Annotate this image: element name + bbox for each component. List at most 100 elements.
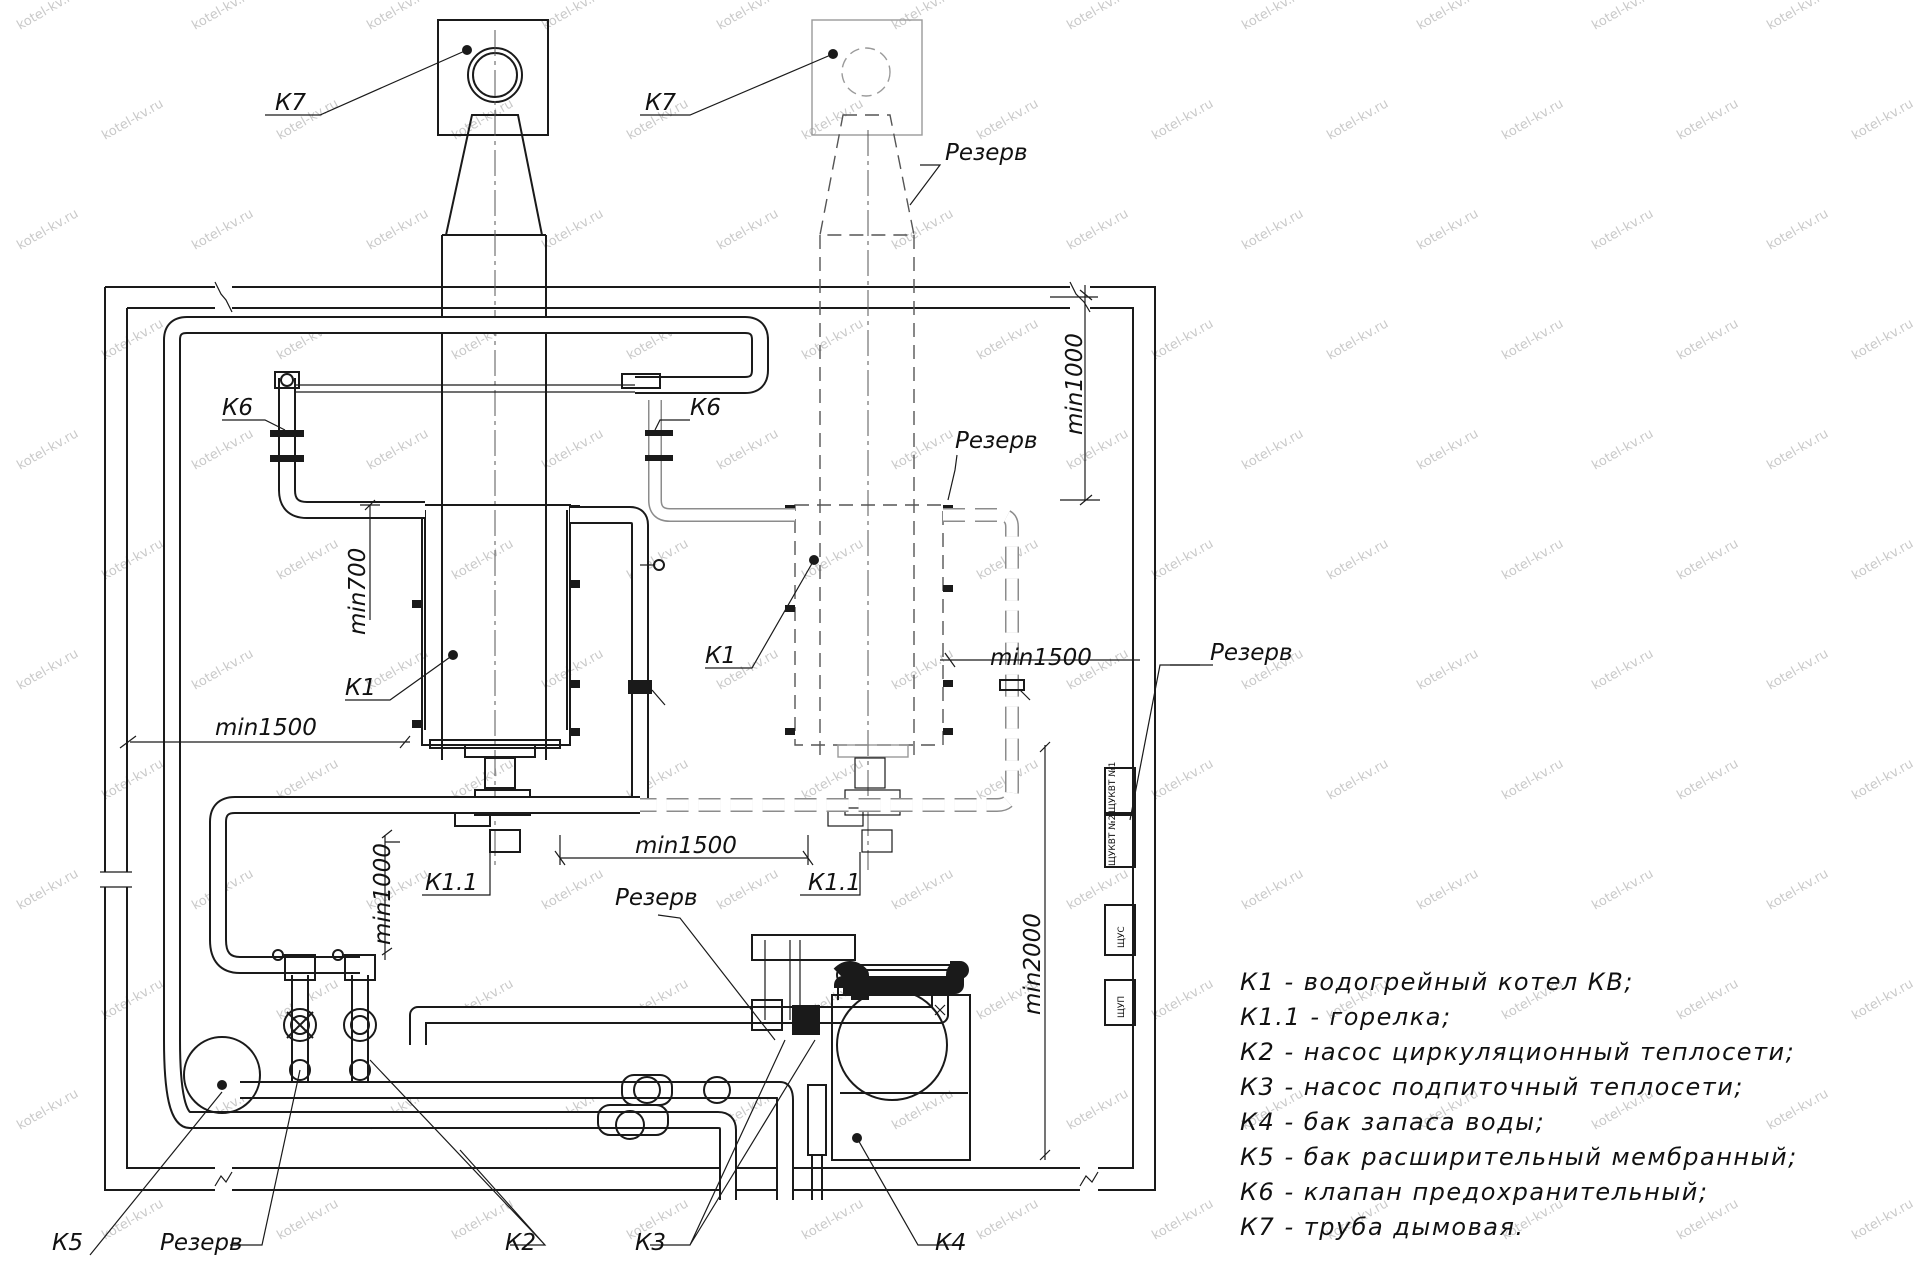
watermark-text: kotel-kv.ru	[800, 96, 867, 143]
watermark-text: kotel-kv.ru	[1150, 1196, 1217, 1243]
label-k6-left: К6	[222, 395, 253, 421]
watermark-text: kotel-kv.ru	[1850, 976, 1917, 1023]
legend-item-k2: К2 - насос циркуляционный теплосети;	[1240, 1038, 1795, 1066]
watermark-text: kotel-kv.ru	[800, 1196, 867, 1243]
water-tank-k4	[831, 989, 971, 1161]
watermark-text: kotel-kv.ru	[800, 316, 867, 363]
watermark-text: kotel-kv.ru	[1675, 756, 1742, 803]
piping-reserve	[640, 400, 1019, 812]
watermark-text: kotel-kv.ru	[365, 206, 432, 253]
watermark-text: kotel-kv.ru	[1240, 866, 1307, 913]
watermark-text: kotel-kv.ru	[1325, 96, 1392, 143]
watermark-text: kotel-kv.ru	[100, 1196, 167, 1243]
k5-dot	[217, 1080, 227, 1090]
label-k3: К3	[635, 1230, 666, 1256]
label-k11-reserve: К1.1	[808, 870, 861, 896]
panel-shchup: ЩУП	[1117, 996, 1127, 1018]
watermark-text: kotel-kv.ru	[365, 0, 432, 33]
legend-item-k7: К7 - труба дымовая.	[1240, 1213, 1525, 1241]
watermark-text: kotel-kv.ru	[450, 536, 517, 583]
panel-shchkvt1: ЩУКВТ №1	[1108, 762, 1118, 813]
watermark-text: kotel-kv.ru	[1765, 646, 1832, 693]
watermark-text: kotel-kv.ru	[190, 0, 257, 33]
label-k1-reserve: К1	[705, 643, 736, 669]
watermark-text: kotel-kv.ru	[1590, 866, 1657, 913]
watermark-text: kotel-kv.ru	[1850, 536, 1917, 583]
watermark-text: kotel-kv.ru	[715, 206, 782, 253]
valves	[270, 371, 1031, 1200]
watermark-text: kotel-kv.ru	[715, 866, 782, 913]
watermark-text: kotel-kv.ru	[890, 206, 957, 253]
legend-item-k4: К4 - бак запаса воды;	[1240, 1108, 1545, 1136]
watermark-text: kotel-kv.ru	[15, 426, 82, 473]
watermark-text: kotel-kv.ru	[1240, 206, 1307, 253]
watermark-text: kotel-kv.ru	[540, 866, 607, 913]
watermark-text: kotel-kv.ru	[1150, 536, 1217, 583]
watermark-text: kotel-kv.ru	[1415, 866, 1482, 913]
dim-burner-vertical: min1000	[370, 843, 396, 945]
watermark-text: kotel-kv.ru	[1415, 426, 1482, 473]
expansion-tank-k5	[183, 1036, 261, 1114]
legend-item-k3: К3 - насос подпиточный теплосети;	[1240, 1073, 1744, 1101]
legend-item-k6: К6 - клапан предохранительный;	[1240, 1178, 1708, 1206]
watermark-text: kotel-kv.ru	[975, 96, 1042, 143]
watermark-text: kotel-kv.ru	[1675, 536, 1742, 583]
watermark-text: kotel-kv.ru	[1415, 0, 1482, 33]
watermark-text: kotel-kv.ru	[190, 646, 257, 693]
legend: К1 - водогрейный котел КВ; К1.1 - горелк…	[1240, 968, 1798, 1241]
label-reserve-panel: Резерв	[1210, 640, 1293, 666]
main-chimney	[437, 19, 549, 870]
label-reserve-chimney: Резерв	[945, 140, 1028, 166]
dim-top-right: min1000	[1062, 333, 1088, 435]
piping-main	[163, 316, 969, 1200]
watermark-text: kotel-kv.ru	[1325, 316, 1392, 363]
legend-item-k11: К1.1 - горелка;	[1240, 1003, 1452, 1031]
watermark-text: kotel-kv.ru	[890, 426, 957, 473]
watermark-text: kotel-kv.ru	[1590, 206, 1657, 253]
watermark-text: kotel-kv.ru	[1590, 646, 1657, 693]
watermark-text: kotel-kv.ru	[1765, 206, 1832, 253]
label-k7-main: К7	[275, 90, 306, 116]
dim-right-vertical: min2000	[1020, 913, 1046, 1015]
reserve-boiler	[785, 504, 953, 853]
watermark-text: kotel-kv.ru	[1325, 536, 1392, 583]
label-k1-main: К1	[345, 675, 376, 701]
watermark-text: kotel-kv.ru	[190, 206, 257, 253]
dim-left-horizontal: min1500	[215, 715, 317, 741]
watermark-text: kotel-kv.ru	[1150, 316, 1217, 363]
watermark-text: kotel-kv.ru	[975, 316, 1042, 363]
label-k6-right: К6	[690, 395, 721, 421]
legend-item-k5: К5 - бак расширительный мембранный;	[1240, 1143, 1798, 1171]
watermark-text: kotel-kv.ru	[1240, 426, 1307, 473]
watermark-text: kotel-kv.ru	[100, 96, 167, 143]
watermark-text: kotel-kv.ru	[715, 0, 782, 33]
watermark-text: kotel-kv.ru	[1500, 756, 1567, 803]
component-labels: К7 К7 Резерв К6 К6 Резерв К1 К1 Резерв К…	[52, 90, 1293, 1256]
watermark-text: kotel-kv.ru	[890, 0, 957, 33]
watermark-text: kotel-kv.ru	[1065, 0, 1132, 33]
watermark-text: kotel-kv.ru	[890, 866, 957, 913]
dimension-lines	[119, 285, 1140, 1161]
panel-shchus: ЩУС	[1117, 926, 1127, 948]
watermark-text: kotel-kv.ru	[100, 756, 167, 803]
watermark-text: kotel-kv.ru	[1765, 426, 1832, 473]
watermark-text: kotel-kv.ru	[800, 756, 867, 803]
watermark-text: kotel-kv.ru	[1500, 536, 1567, 583]
dim-between-boilers: min1500	[635, 833, 737, 859]
watermark-text: kotel-kv.ru	[1850, 96, 1917, 143]
watermark-text: kotel-kv.ru	[15, 206, 82, 253]
watermark-text: kotel-kv.ru	[365, 426, 432, 473]
watermark-text: kotel-kv.ru	[975, 1196, 1042, 1243]
electric-panels: ЩУКВТ №1 ЩУКВТ №2 ЩУС ЩУП	[1104, 762, 1136, 1026]
label-k7-reserve: К7	[645, 90, 676, 116]
watermark-text: kotel-kv.ru	[1765, 0, 1832, 33]
watermark-text: kotel-kv.ru	[1065, 866, 1132, 913]
label-k4: К4	[935, 1230, 966, 1256]
label-k5: К5	[52, 1230, 83, 1256]
watermark-text: kotel-kv.ru	[1065, 1086, 1132, 1133]
dimension-labels: min1000 min700 min1500 min1500 min1500 m…	[215, 333, 1092, 1015]
watermark-text: kotel-kv.ru	[1415, 646, 1482, 693]
watermark-text: kotel-kv.ru	[1150, 756, 1217, 803]
watermark-text: kotel-kv.ru	[1500, 316, 1567, 363]
